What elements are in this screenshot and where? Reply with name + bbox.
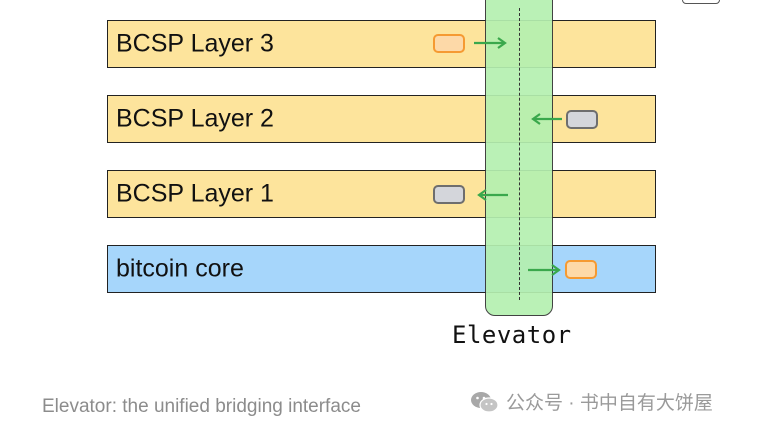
wechat-icon (471, 391, 499, 413)
layer-bcsp-1: BCSP Layer 1 (107, 170, 656, 218)
layer-label: BCSP Layer 1 (116, 179, 274, 208)
corner-mark (682, 0, 720, 4)
arrow-right-icon (528, 264, 561, 276)
layer-label: bitcoin core (116, 254, 244, 283)
token-orange-bitcoin-core (565, 260, 597, 279)
token-orange-layer3 (433, 34, 465, 53)
layer-label: BCSP Layer 3 (116, 29, 274, 58)
layer-bcsp-2: BCSP Layer 2 (107, 95, 656, 143)
elevator-center-line (519, 8, 520, 300)
arrow-left-icon (531, 113, 562, 125)
token-gray-layer2 (566, 110, 598, 129)
watermark-text: 公众号 · 书中自有大饼屋 (506, 393, 713, 414)
layer-label: BCSP Layer 2 (116, 104, 274, 133)
layer-bcsp-3: BCSP Layer 3 (107, 20, 656, 68)
elevator-label: Elevator (452, 321, 572, 349)
watermark: 公众号 · 书中自有大饼屋 (470, 388, 713, 415)
layer-bitcoin-core: bitcoin core (107, 245, 656, 293)
figure-caption: Elevator: the unified bridging interface (42, 396, 361, 417)
arrow-left-icon (477, 189, 508, 201)
token-gray-layer1 (433, 185, 465, 204)
arrow-right-icon (474, 37, 507, 49)
